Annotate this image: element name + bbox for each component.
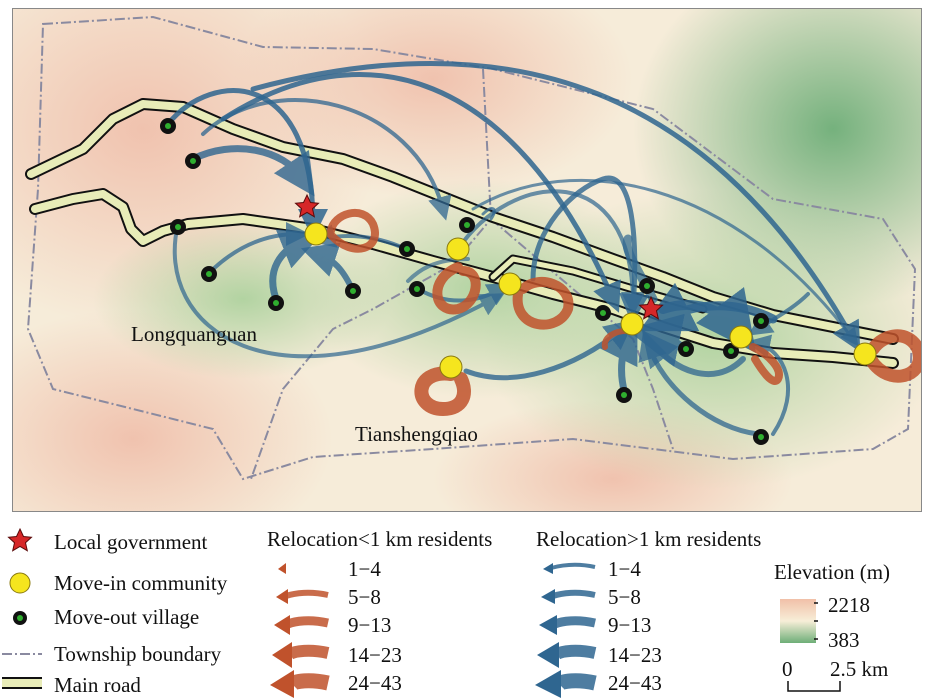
near-class-label: 9−13 (348, 613, 392, 637)
move-out-village (678, 341, 694, 357)
move-in-community (439, 355, 463, 379)
far-class-label: 5−8 (608, 585, 641, 609)
move-out-village (409, 281, 425, 297)
far-class-label: 14−23 (608, 643, 662, 667)
move-out-village (753, 429, 769, 445)
far-relocation-arrows (165, 60, 861, 437)
move-out-village (345, 283, 361, 299)
move-out-villages (160, 118, 769, 445)
near-relocation-arrows (327, 209, 921, 417)
move-in-communities (304, 222, 877, 379)
move-in-community (853, 342, 877, 366)
scale-end-label: 2.5 km (830, 657, 889, 681)
legend: Local government Move-in community Move-… (0, 515, 930, 698)
far-class-label: 1−4 (608, 557, 641, 581)
near-arrow-swatches (270, 563, 330, 698)
near-class-label: 1−4 (348, 557, 381, 581)
map-canvas: Longquanguan Tianshengqiao (13, 9, 921, 511)
elevation-max-label: 2218 (828, 593, 870, 617)
near-arrow-swatch-1 (278, 563, 286, 574)
scale-start-label: 0 (782, 657, 793, 681)
move-out-village (459, 217, 475, 233)
move-out-village (595, 305, 611, 321)
legend-government-label: Local government (54, 530, 208, 554)
far-relocation-title: Relocation>1 km residents (536, 527, 762, 551)
legend-road-label: Main road (54, 673, 141, 697)
far-arrow-swatch-4 (537, 642, 597, 668)
near-arrow-swatch-2 (276, 589, 329, 604)
elevation-title: Elevation (m) (774, 560, 891, 584)
near-class-label: 5−8 (348, 585, 381, 609)
move-out-village (399, 241, 415, 257)
near-class-label: 24−43 (348, 671, 402, 695)
legend-village-label: Move-out village (54, 605, 200, 629)
move-in-community (620, 312, 644, 336)
near-class-label: 14−23 (348, 643, 402, 667)
near-arrow-swatch-5 (270, 670, 330, 698)
move-in-community (729, 325, 753, 349)
move-out-village (268, 295, 284, 311)
far-arrow-swatches (535, 562, 597, 698)
government-star-icon (7, 527, 33, 552)
far-class-label: 24−43 (608, 671, 662, 695)
far-arrow-swatch-3 (539, 615, 596, 635)
local-government-star (294, 193, 320, 218)
near-relocation-title: Relocation<1 km residents (267, 527, 493, 551)
move-in-community (446, 237, 470, 261)
move-out-village (185, 153, 201, 169)
move-out-village (616, 387, 632, 403)
near-arrow-swatch-3 (274, 615, 329, 635)
far-class-label: 9−13 (608, 613, 652, 637)
elevation-color-ramp (780, 599, 818, 643)
legend-boundary-label: Township boundary (54, 642, 222, 666)
move-out-village (201, 266, 217, 282)
place-label-longquanguan: Longquanguan (131, 322, 257, 346)
far-arrow-swatch-5 (535, 670, 597, 698)
near-arrow-swatch-4 (272, 642, 330, 668)
move-out-village (639, 278, 655, 294)
local-government-star (638, 295, 664, 320)
far-arrow-swatch-2 (541, 589, 596, 604)
legend-community-label: Move-in community (54, 571, 228, 595)
move-in-community (304, 222, 328, 246)
move-in-community (498, 272, 522, 296)
symbol-legend-icons (2, 527, 42, 689)
elevation-min-label: 383 (828, 628, 860, 652)
move-out-village (723, 343, 739, 359)
place-label-tianshengqiao: Tianshengqiao (355, 422, 478, 446)
map-panel: Longquanguan Tianshengqiao (12, 8, 922, 512)
move-out-village (753, 313, 769, 329)
move-out-village (170, 219, 186, 235)
scale-bar (787, 681, 841, 692)
far-arrow-swatch-1 (543, 562, 596, 574)
move-out-village (160, 118, 176, 134)
local-governments (294, 193, 664, 320)
community-dot-icon (9, 572, 31, 594)
village-dot-icon (13, 611, 27, 625)
